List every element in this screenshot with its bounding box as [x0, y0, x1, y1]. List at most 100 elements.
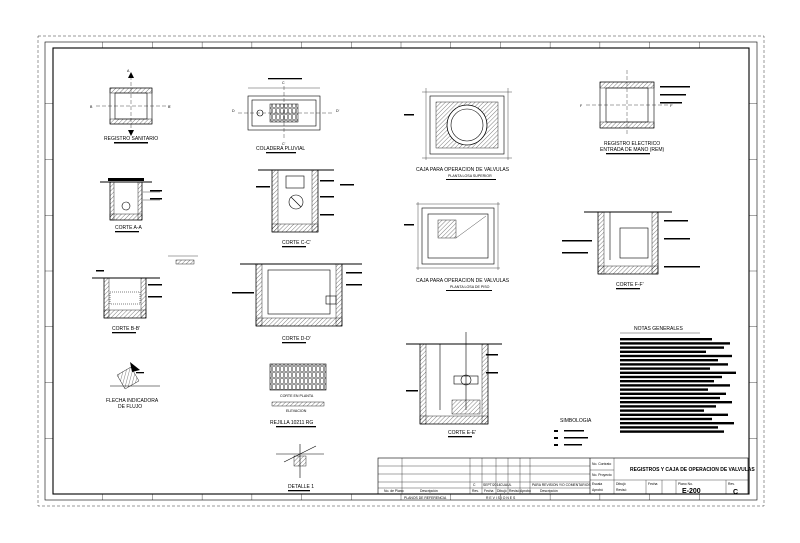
detail-corte-dd: CORTE D-D' [232, 263, 362, 344]
label-coladera-pluvial: COLADERA PLUVIAL [256, 146, 305, 152]
svg-text:B': B' [168, 105, 171, 109]
detail-coladera-pluvial: C C' D D' COLADERA PLUVIAL [232, 78, 340, 154]
label-detalle: DETALLE 1 [288, 484, 314, 490]
note-line [620, 422, 734, 425]
svg-text:B: B [90, 105, 93, 109]
label-rejilla-plant: CORTE EN PLANTA [280, 394, 314, 398]
rev-entry-date: SEPT/2014 [483, 483, 500, 487]
detail-corte-cc: CORTE C-C' [256, 169, 354, 248]
label-caja-2: CAJA PARA OPERACION DE VALVULAS [416, 278, 510, 284]
svg-text:D': D' [336, 109, 340, 113]
label-registro-electrico: REGISTRO ELECTRICO [604, 141, 660, 147]
detail-registro-electrico: F F' REGISTRO ELECTRICO ENTRADA DE MANO … [580, 70, 690, 155]
note-line [620, 417, 712, 421]
detail-caja-valvulas-superior: CAJA PARA OPERACION DE VALVULAS PLANTA L… [404, 88, 512, 180]
tb-descripcion-ref: Descripción [420, 489, 438, 493]
note-line [620, 338, 712, 341]
tb-reviso-right: Revisó [616, 488, 626, 492]
sheet-revision: C [733, 489, 738, 496]
note-line [620, 375, 722, 379]
label-caja-1-sub: PLANTA LOSA SUPERIOR [448, 174, 492, 178]
svg-text:D: D [232, 109, 235, 113]
note-line [620, 342, 730, 345]
label-flecha: FLECHA INDICADORA [106, 398, 159, 404]
detail-corte-bb-left: CORTE B-B' [92, 255, 198, 334]
svg-text:C': C' [282, 142, 286, 146]
sheet-number: E-200 [682, 488, 701, 495]
label-corte-aa: CORTE A-A [115, 225, 143, 231]
tb-rev-right: Rev. [728, 482, 735, 486]
outer-dash-border [37, 35, 765, 507]
notas-generales: NOTAS GENERALES [620, 326, 736, 433]
detail-corte-aa: CORTE A-A [100, 178, 162, 233]
title-block: No. de Plano Descripción Rev. Fecha Dibu… [377, 457, 755, 500]
detail-corte-ee: CORTE E-E' [406, 332, 502, 438]
note-line [620, 392, 726, 395]
detail-detalle-1: DETALLE 1 [276, 444, 324, 492]
note-line [620, 350, 706, 353]
grid-ticks [45, 42, 757, 500]
note-line [620, 371, 736, 374]
tb-reference-label: PLANOS DE REFERENCIA [404, 496, 447, 500]
label-corte-bb-left: CORTE B-B' [112, 326, 140, 332]
tb-fecha: Fecha [484, 489, 494, 493]
note-line [620, 354, 732, 358]
label-notas: NOTAS GENERALES [634, 326, 683, 332]
detail-registro-sanitario: A B B' REGISTRO SANITARIO [90, 69, 171, 144]
note-line [620, 363, 728, 366]
sheet-title: REGISTROS Y CAJA DE OPERACION DE VALVULA… [630, 467, 755, 473]
svg-text:F: F [580, 104, 583, 108]
note-line [620, 380, 714, 383]
tb-dibujo-right: Dibujó [616, 482, 626, 486]
label-simbologia: SIMBOLOGIA [560, 418, 592, 424]
tb-dibujo: Dibujó [497, 489, 507, 493]
tb-no-proyecto: No. Proyecto [592, 473, 612, 477]
tb-descripcion-rev: Descripción [540, 489, 558, 493]
rev-entry-desc: PARA REVISION Y/O COMENTARIOS [532, 483, 591, 487]
tb-aprobo: Aprobó [520, 489, 531, 493]
detail-corte-ff: CORTE F-F' [562, 211, 700, 290]
detail-caja-valvulas-piso: CAJA PARA OPERACION DE VALVULAS PLANTA L… [404, 202, 510, 291]
tb-escala: Escala [592, 482, 602, 486]
label-flecha-sub: DE FLUJO [118, 404, 142, 410]
note-line [620, 367, 710, 370]
note-line [620, 388, 708, 391]
label-rejilla: REJILLA 10211 RG [270, 420, 313, 426]
note-line [620, 413, 728, 416]
label-elevacion: ELEVACION [286, 409, 307, 413]
svg-text:C: C [282, 81, 285, 85]
tb-rev: Rev. [472, 489, 479, 493]
note-line [620, 405, 716, 408]
rev-entry-letter: C [473, 483, 476, 487]
svg-text:F': F' [670, 104, 673, 108]
label-corte-ff: CORTE F-F' [616, 282, 644, 288]
tb-plano-no: Plano No. [678, 482, 693, 486]
detail-flecha-indicadora: FLECHA INDICADORA DE FLUJO [106, 362, 160, 410]
note-line [620, 384, 730, 387]
label-corte-dd: CORTE D-D' [282, 336, 311, 342]
tb-reviso: Revisó [509, 489, 519, 493]
rev-entry-drawn: CUAUL [500, 483, 512, 487]
note-line [620, 409, 704, 412]
svg-text:A: A [127, 69, 130, 73]
tb-fecha-right: Fecha [648, 482, 658, 486]
label-caja-1: CAJA PARA OPERACION DE VALVULAS [416, 167, 510, 173]
tb-revisions-label: R E V I S I O N E S [486, 496, 516, 500]
label-corte-cc: CORTE C-C' [282, 240, 311, 246]
label-registro-sanitario: REGISTRO SANITARIO [104, 136, 158, 142]
label-corte-ee: CORTE E-E' [448, 430, 476, 436]
tb-no-contrato: No. Contrato [592, 462, 611, 466]
note-line [620, 401, 732, 404]
note-line [620, 346, 724, 349]
note-line [620, 359, 718, 362]
note-line [620, 426, 718, 429]
detail-rejilla: CORTE EN PLANTA ELEVACION REJILLA 10211 … [269, 363, 327, 428]
label-caja-2-sub: PLANTA LOSA DE PISO [450, 285, 490, 289]
tb-no-plano: No. de Plano [384, 489, 404, 493]
note-line [620, 396, 720, 400]
simbologia: SIMBOLOGIA [554, 418, 592, 446]
label-registro-electrico-sub: ENTRADA DE MANO (REM) [600, 147, 665, 153]
tb-aprobo-right: Aprobó [592, 488, 603, 492]
note-line [620, 430, 724, 433]
